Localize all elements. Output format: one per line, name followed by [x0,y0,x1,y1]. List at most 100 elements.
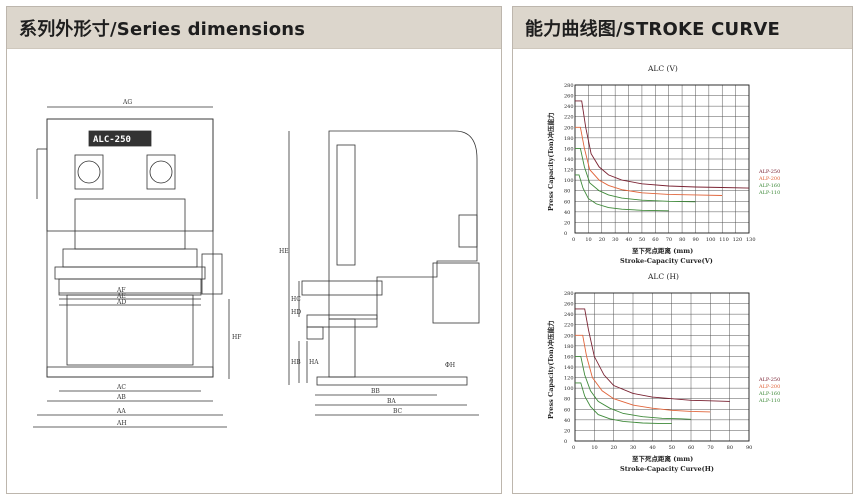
label-ad: AD [116,299,126,306]
control-box [201,253,223,295]
x-tick-label: 80 [679,237,685,243]
label-hd: HD [291,309,301,316]
legend-entry: ALP-110 [758,398,780,404]
y-tick-label: 80 [564,189,570,195]
plot-frame [574,292,750,442]
y-tick-label: 180 [564,344,574,350]
legend-entry: ALP-250 [758,169,780,175]
y-axis-label: Press Capacity(Ton)冲压能力 [546,320,555,419]
plot-frame [574,84,750,234]
electric-cabinet [432,262,480,324]
x-tick-label: 0 [572,237,575,243]
y-tick-label: 20 [564,428,570,434]
y-tick-label: 140 [564,365,574,371]
legend-entry: ALP-200 [758,384,780,390]
y-tick-label: 0 [564,439,567,445]
y-tick-label: 60 [564,199,570,205]
y-tick-label: 80 [564,397,570,403]
x-tick-label: 0 [572,445,575,451]
label-hf: HF [232,334,241,341]
series-line-alp-110 [575,174,669,212]
y-tick-label: 140 [564,157,574,163]
y-tick-label: 20 [564,220,570,226]
x-tick-label: 10 [591,445,597,451]
legend-entry: ALP-110 [758,190,780,196]
y-tick-label: 240 [564,104,574,110]
side-frame [328,130,478,320]
x-axis-sublabel: Stroke-Capacity Curve(V) [620,257,713,265]
series-line-alp-250 [575,100,750,189]
series-line-alp-110 [575,382,672,425]
x-tick-label: 120 [733,237,743,243]
series-line-alp-200 [575,126,723,196]
x-axis-sublabel: Stroke-Capacity Curve(H) [620,465,714,473]
x-tick-label: 20 [611,445,617,451]
y-tick-label: 240 [564,312,574,318]
series-dimensions-title: 系列外形寸/Series dimensions [19,18,306,40]
x-tick-label: 40 [649,445,655,451]
x-tick-label: 30 [612,237,618,243]
label-ae: AE [116,293,126,300]
y-tick-label: 60 [564,407,570,413]
y-tick-label: 180 [564,136,574,142]
x-tick-label: 100 [706,237,716,243]
nameplate: ALC-250 [93,135,131,145]
x-tick-label: 60 [652,237,658,243]
y-tick-label: 100 [564,386,574,392]
x-tick-label: 70 [666,237,672,243]
legend-entry: ALP-160 [758,391,780,397]
front-window-left [74,154,104,190]
x-tick-label: 10 [585,237,591,243]
y-tick-label: 160 [564,354,574,360]
x-tick-label: 110 [719,237,729,243]
label-ha: HA [309,359,319,366]
series-dimensions-header: 系列外形寸/Series dimensions [7,7,501,49]
x-tick-label: 30 [630,445,636,451]
label-af: AF [116,287,126,294]
label-ag: AG [122,99,132,106]
y-tick-label: 220 [564,115,574,121]
x-tick-label: 130 [746,237,756,243]
label-hb: HB [291,359,301,366]
stroke-curve-panel: 能力曲线图/STROKE CURVE ALC (V) 0 10 20 30 40 50 60 7… [512,6,853,494]
label-bc: BC [393,408,403,415]
x-tick-label: 80 [727,445,733,451]
legend-entry: ALP-250 [758,377,780,383]
chart-title: ALC (V) [647,64,678,73]
dimension-drawing: ALC-250 AG AF AE AD AC AB AA AH HF HE HC… [33,99,480,428]
x-tick-label: 20 [599,237,605,243]
y-tick-label: 120 [564,168,574,174]
label-ah: AH [116,420,127,427]
y-tick-label: 100 [564,178,574,184]
label-phi-h: ΦH [445,362,455,369]
series-dimensions-panel: 系列外形寸/Series dimensions [6,6,502,494]
label-ab: AB [116,394,126,401]
label-ba: BA [387,398,396,405]
nameplate-box [88,130,152,147]
y-tick-label: 200 [564,125,574,131]
x-tick-label: 60 [688,445,694,451]
y-tick-label: 280 [564,83,574,89]
y-tick-label: 260 [564,302,574,308]
y-tick-label: 120 [564,376,574,382]
x-tick-label: 50 [669,445,675,451]
legend-entry: ALP-160 [758,183,780,189]
front-frame [46,118,214,378]
y-axis-label: Press Capacity(Ton)冲压能力 [546,112,555,211]
label-bb: BB [371,388,380,395]
y-tick-label: 160 [564,146,574,152]
stroke-curve-title: 能力曲线图/STROKE CURVE [525,18,781,40]
front-window-right [146,154,176,190]
x-tick-label: 90 [692,237,698,243]
y-tick-label: 280 [564,291,574,297]
x-axis-label: 至下死点距离 (mm) [632,246,693,255]
y-tick-label: 220 [564,323,574,329]
side-window [458,214,478,248]
legend-entry: ALP-200 [758,176,780,182]
x-tick-label: 40 [626,237,632,243]
label-ac: AC [116,384,126,391]
y-tick-label: 260 [564,94,574,100]
series-line-alp-160 [575,355,692,420]
